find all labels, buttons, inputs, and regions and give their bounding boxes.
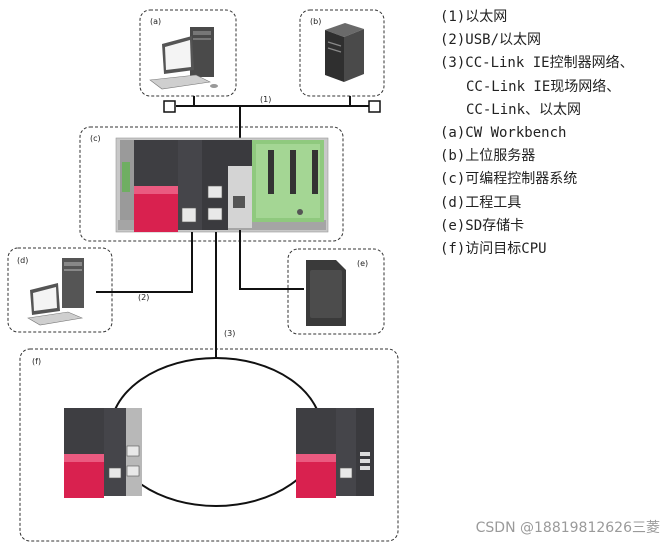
sd-card-icon — [306, 260, 346, 326]
legend-item-e: (e)SD存储卡 — [440, 217, 525, 234]
label-d: (d) — [17, 256, 28, 265]
legend-item-2: (2)USB/以太网 — [440, 32, 542, 49]
box-b — [299, 9, 385, 97]
legend-item-a: (a)CW Workbench — [440, 125, 567, 142]
legend-item-3: (3)CC-Link IE控制器网络、 — [440, 55, 634, 72]
legend-item-3-cont-1: CC-Link IE现场网络、 — [466, 78, 621, 95]
box-e — [287, 248, 385, 335]
label-n2: (2) — [138, 293, 149, 302]
server-icon — [325, 23, 364, 82]
box-f — [19, 348, 399, 542]
bus-terminator-right — [368, 100, 381, 113]
pc-workstation-icon — [149, 27, 218, 90]
legend-item-b: (b)上位服务器 — [440, 148, 536, 165]
label-c: (c) — [90, 134, 101, 143]
legend-item-d: (d)工程工具 — [440, 194, 522, 211]
legend-item-3-cont-2: CC-Link、以太网 — [466, 101, 582, 118]
legend-item-1: (1)以太网 — [440, 9, 508, 25]
target-cpu-left-icon — [64, 408, 142, 498]
box-c — [79, 126, 344, 242]
watermark: CSDN @18819812626三菱 — [475, 520, 660, 536]
bus-terminator-left — [163, 100, 176, 113]
box-d — [7, 247, 113, 333]
label-n3: (3) — [224, 329, 235, 338]
label-n1: (1) — [260, 95, 271, 104]
plc-system-icon — [115, 137, 329, 233]
box-a — [139, 9, 237, 97]
label-e: (e) — [357, 259, 368, 268]
legend-item-f: (f)访问目标CPU — [440, 241, 547, 258]
legend-item-c: (c)可编程控制器系统 — [440, 171, 578, 188]
target-cpu-right-icon — [296, 408, 374, 498]
label-b: (b) — [310, 17, 321, 26]
label-a: (a) — [150, 17, 161, 26]
engineering-pc-icon — [27, 258, 84, 326]
label-f: (f) — [32, 357, 41, 366]
link-sd-card — [239, 230, 304, 290]
link-usb-ethernet — [96, 232, 193, 293]
legend: (1)以太网 (2)USB/以太网 (3)CC-Link IE控制器网络、 CC… — [440, 6, 665, 261]
